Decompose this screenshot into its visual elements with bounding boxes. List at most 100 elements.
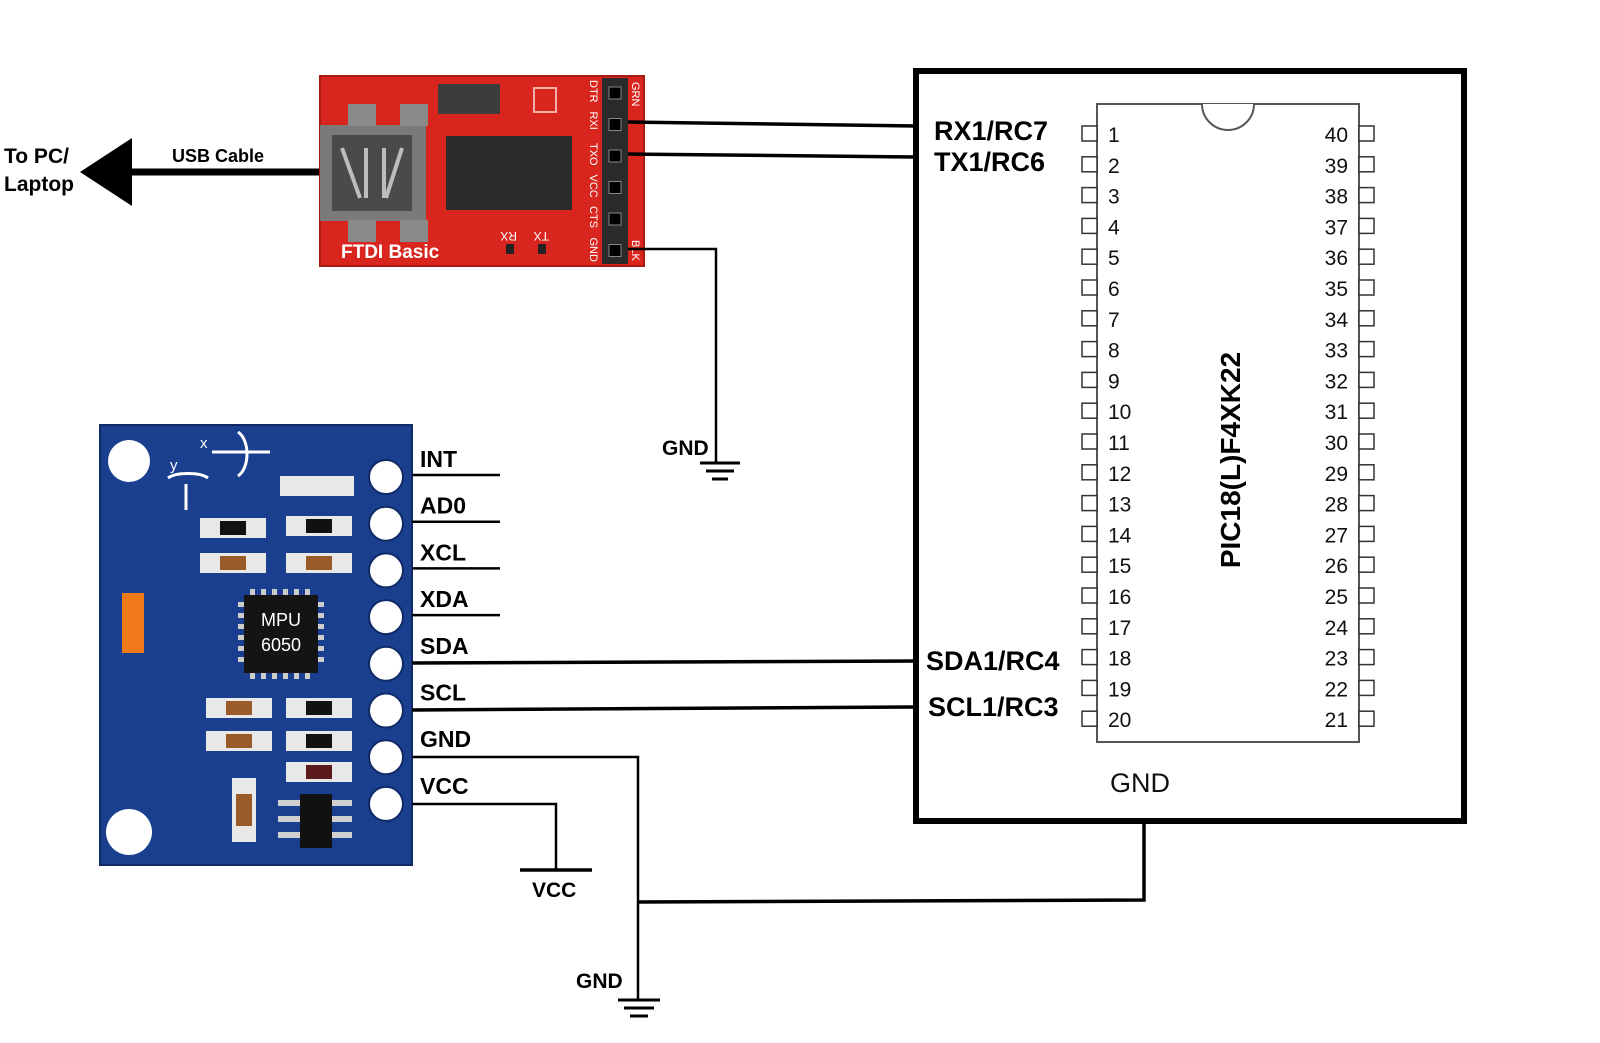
wire-tx: [627, 152, 917, 159]
pic-gnd-label: GND: [1110, 768, 1170, 798]
rx-signal-label: RX1/RC7: [934, 116, 1048, 146]
pic-pin-22: [1358, 679, 1375, 697]
pic-pin-4: [1081, 217, 1098, 235]
pic-pin-7: [1081, 310, 1098, 327]
mpu-chip: MPU 6050: [238, 589, 324, 679]
mpu-pin-scl: [368, 692, 404, 729]
pic-pin-40: [1358, 125, 1375, 142]
pic-pin-number: 17: [1108, 617, 1131, 640]
ftdi-pin-gnd: [608, 244, 622, 257]
pic-pin-number: 4: [1108, 216, 1120, 239]
pic-pin-number: 29: [1325, 463, 1348, 486]
pic-pin-number: 11: [1108, 432, 1130, 455]
pic-pin-3: [1081, 186, 1098, 204]
pic-pin-33: [1358, 340, 1375, 358]
pic-pin-32: [1358, 371, 1375, 389]
pic-pin-16: [1081, 587, 1098, 604]
mounting-hole-icon: [106, 809, 152, 855]
mpu-pin-label: XDA: [420, 586, 469, 612]
ftdi-board-label: FTDI Basic: [341, 242, 440, 263]
pic-chip-body: [1096, 103, 1360, 743]
pic-pin-17: [1081, 618, 1098, 635]
pic-pin-6: [1081, 279, 1098, 296]
pic-pin-number: 18: [1108, 648, 1131, 671]
crystal-icon: [438, 84, 500, 114]
mpu-pin-xcl: [368, 552, 404, 589]
pic-pin-26: [1358, 556, 1375, 573]
axis-y-label: y: [170, 457, 178, 474]
ftdi-header: [602, 78, 628, 264]
wire-ftdi-gnd: [628, 247, 718, 462]
sda-signal-label: SDA1/RC4: [926, 646, 1060, 676]
scl-signal-label: SCL1/RC3: [928, 692, 1059, 722]
pic-pin-number: 8: [1108, 340, 1120, 363]
pic-pin-8: [1081, 340, 1098, 358]
pic-pin-number: 27: [1325, 524, 1348, 547]
pic-pin-34: [1358, 310, 1375, 327]
pic-pin-27: [1358, 525, 1375, 543]
pic-pin-23: [1358, 648, 1375, 666]
pic-pin-13: [1081, 494, 1098, 512]
mpu-pin-ad0: [368, 505, 404, 542]
pic-pin-number: 38: [1325, 186, 1348, 209]
wire-vcc: [412, 802, 558, 870]
led-rx-label: RX: [500, 229, 517, 243]
pic-pin-number: 1: [1108, 124, 1120, 147]
pic-pin-number: 9: [1108, 370, 1120, 393]
pic-pin-number: 35: [1325, 278, 1348, 301]
pic-pin-number: 21: [1325, 709, 1348, 732]
axis-rotation-icon: [167, 430, 270, 510]
arrow-head-icon: [80, 138, 132, 206]
pic-pin-number: 23: [1325, 648, 1348, 671]
pic-pin-number: 5: [1108, 247, 1120, 270]
ftdi-ground-symbol: GND: [662, 437, 740, 481]
pic-pin-number: 33: [1325, 340, 1348, 363]
mpu-pin-int: [368, 459, 404, 495]
pic-pin-number: 26: [1325, 555, 1348, 578]
pic-pin-number: 2: [1108, 155, 1120, 178]
wire-scl: [411, 705, 917, 712]
regulator-icon: [300, 794, 332, 848]
ftdi-pin-label: VCC: [587, 175, 599, 198]
ftdi-chip-icon: [446, 136, 572, 210]
capacitor-icon: [122, 593, 144, 653]
ftdi-pin-dtr: [608, 86, 622, 100]
pic-pin-number: 37: [1325, 216, 1348, 239]
bottom-gnd-label: GND: [576, 970, 623, 993]
wires: [411, 120, 1146, 1000]
to-pc-label-2: Laptop: [4, 173, 74, 196]
pic-pin-5: [1081, 248, 1098, 265]
pic-pin-15: [1081, 556, 1098, 573]
ftdi-pin-txo: [608, 149, 622, 163]
ftdi-pin-label: DTR: [587, 80, 599, 103]
mpu-pin-sda: [368, 645, 404, 682]
usb-cable-label: USB Cable: [172, 146, 264, 166]
pic-pin-36: [1358, 248, 1375, 265]
vcc-label: VCC: [532, 879, 576, 902]
pic-pin-number: 12: [1108, 463, 1131, 486]
pic-pin-9: [1081, 371, 1098, 389]
pic-module: PIC18(L)F4XK22 1234567891011121314151617…: [913, 68, 1467, 824]
pic-pin-number: 15: [1108, 555, 1131, 578]
pic-pin-10: [1081, 402, 1098, 419]
axis-x-label: x: [200, 435, 208, 452]
pic-pin-number: 7: [1108, 309, 1120, 332]
pic-pin-35: [1358, 279, 1375, 296]
pic-part-label: PIC18(L)F4XK22: [1215, 352, 1246, 568]
pic-pin-number: 31: [1325, 401, 1348, 424]
ftdi-pin-rxi: [608, 118, 622, 131]
pic-pin-number: 20: [1108, 709, 1131, 732]
pic-pin-39: [1358, 156, 1375, 173]
pic-pin-number: 13: [1108, 494, 1131, 517]
pic-pin-number: 3: [1108, 186, 1120, 209]
pic-pin-number: 25: [1325, 586, 1348, 609]
ftdi-pin-label: RXI: [587, 112, 599, 130]
mpu-pin-vcc: [368, 785, 404, 822]
pic-pin-18: [1081, 648, 1098, 666]
